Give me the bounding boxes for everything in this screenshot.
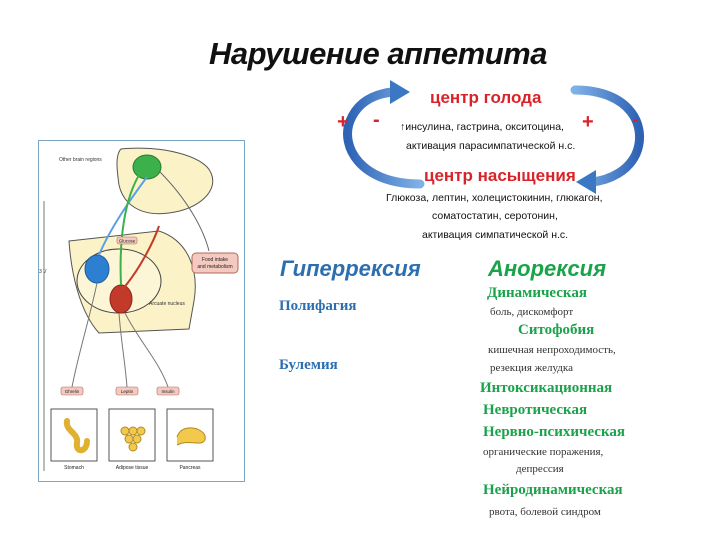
satiety-factors-line1: Глюкоза, лептин, холецистокинин, глюкаго… (386, 192, 603, 204)
anorexia-neuropsychic-sub2: депрессия (516, 463, 564, 475)
satiety-factors-line2: соматостатин, серотонин, (432, 210, 558, 222)
satiety-center-label: центр насыщения (424, 166, 576, 185)
sign-minus-left: - (373, 109, 380, 131)
anorexia-dynamic: Динамическая (487, 285, 587, 301)
arcuate-label: Arcuate nucleus (149, 301, 185, 307)
sign-plus-left: + (337, 111, 349, 133)
adipose-label: Adipose tissue (116, 465, 149, 471)
insulin-label: Insulin (161, 389, 175, 394)
hunger-factors-line2: активация парасимпатической н.с. (406, 140, 576, 152)
appetite-regulation-figure: Food intake and metabolism Glucose Other… (38, 140, 245, 482)
pancreas-label: Pancreas (179, 465, 201, 471)
glucose-label: Glucose (119, 239, 136, 244)
sign-plus-right: + (582, 111, 594, 133)
anorexia-neuropsychic-sub1: органические поражения, (483, 446, 604, 458)
left-arrow-icon (343, 87, 425, 189)
pancreas-icon (176, 427, 206, 446)
brain-region-shape (116, 147, 214, 215)
stomach-label: Stomach (64, 465, 84, 471)
side-label: 3 V (39, 269, 47, 275)
satiety-factors-line3: активация симпатической н.с. (422, 229, 569, 241)
cycle-arrows (343, 80, 644, 194)
anorexia-sitophobia: Ситофобия (518, 322, 595, 338)
adipose-icon (120, 426, 146, 452)
svg-text:and metabolism: and metabolism (197, 264, 232, 270)
anorexia-dynamic-sub: боль, дискомфорт (490, 306, 574, 318)
figure-drawing: Food intake and metabolism Glucose Other… (39, 147, 239, 471)
anorexia-sitophobia-sub1: кишечная непроходимость, (488, 344, 616, 356)
stomach-icon (63, 418, 90, 454)
sign-minus-right: - (632, 109, 639, 131)
ghrelin-label: Ghrelin (65, 389, 80, 394)
right-arrow-icon (570, 85, 644, 187)
food-intake-label: Food intake (202, 257, 228, 263)
blue-neuron-node (84, 254, 110, 284)
hunger-center-label: центр голода (430, 88, 542, 107)
anorexia-neuropsychic: Нервно-психическая (483, 424, 625, 440)
anorexia-neurodynamic: Нейродинамическая (483, 482, 623, 498)
other-brain-region-node (132, 154, 162, 180)
glucose-tag (116, 236, 138, 245)
anorexia-heading: Анорексия (488, 256, 607, 281)
food-intake-box (191, 252, 239, 274)
page-title: Нарушение аппетита (209, 36, 547, 71)
anorexia-neurodynamic-sub: рвота, болевой синдром (489, 506, 601, 518)
anorexia-sitophobia-sub2: резекция желудка (490, 362, 573, 374)
red-neuron-node (109, 284, 133, 314)
hunger-factors-line1: ↑инсулина, гастрина, окситоцина, (400, 121, 564, 133)
leptin-label: Leptin (121, 389, 134, 394)
anorexia-intoxication: Интоксикационная (480, 380, 613, 396)
other-brain-label: Other brain regions (59, 157, 102, 163)
anorexia-neurotic: Невротическая (483, 402, 588, 418)
hyperrexia-item-bulimia: Булемия (279, 357, 338, 373)
hyperrexia-heading: Гиперрексия (280, 256, 421, 281)
hyperrexia-item-polyphagia: Полифагия (279, 298, 357, 314)
